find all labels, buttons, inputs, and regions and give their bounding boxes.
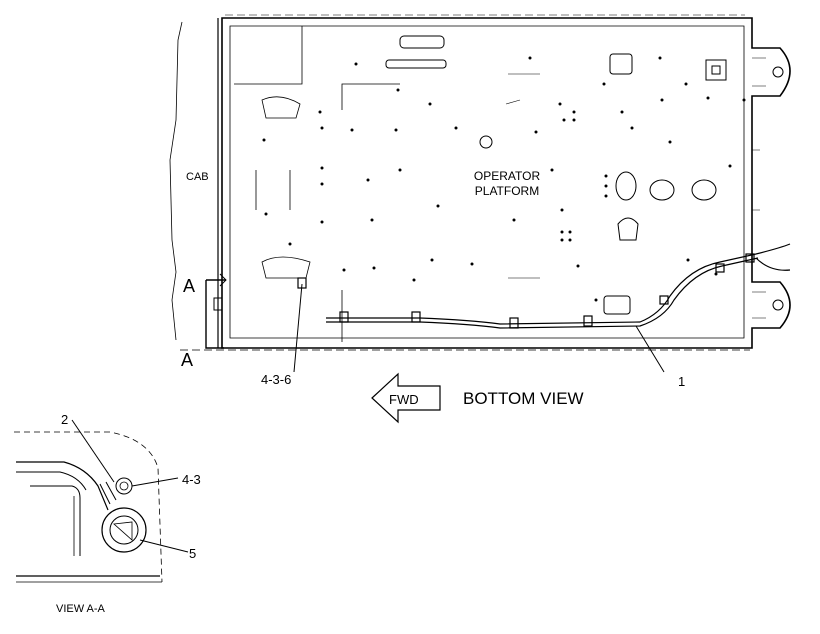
mounting-holes bbox=[262, 56, 746, 302]
bottom-view-title: BOTTOM VIEW bbox=[463, 389, 584, 408]
fwd-arrow bbox=[371, 372, 441, 424]
wiring-harness bbox=[297, 243, 791, 329]
leader-4-3-6 bbox=[293, 283, 303, 373]
callout-4-3: 4-3 bbox=[182, 472, 201, 487]
callout-4-3-6: 4-3-6 bbox=[261, 372, 291, 387]
view-a-a bbox=[14, 419, 189, 583]
callout-2: 2 bbox=[61, 412, 68, 427]
leader-lines bbox=[293, 283, 665, 373]
fwd-label: FWD bbox=[389, 392, 419, 407]
leader-5 bbox=[139, 539, 189, 553]
leader-1 bbox=[635, 325, 665, 373]
harness-clips bbox=[297, 253, 755, 329]
leader-4-3 bbox=[131, 477, 179, 487]
section-a-bottom-label: A bbox=[181, 350, 193, 370]
platform-label-line1: OPERATOR bbox=[474, 169, 541, 183]
callout-1: 1 bbox=[678, 374, 685, 389]
callout-5: 5 bbox=[189, 546, 196, 561]
platform-outline bbox=[169, 14, 791, 351]
platform-label-line2: PLATFORM bbox=[475, 184, 539, 198]
leader-2 bbox=[71, 419, 115, 483]
view-a-a-title: VIEW A-A bbox=[56, 603, 106, 615]
section-a-marker bbox=[205, 273, 227, 349]
cab-label: CAB bbox=[186, 171, 209, 183]
section-a-top-label: A bbox=[183, 276, 195, 296]
